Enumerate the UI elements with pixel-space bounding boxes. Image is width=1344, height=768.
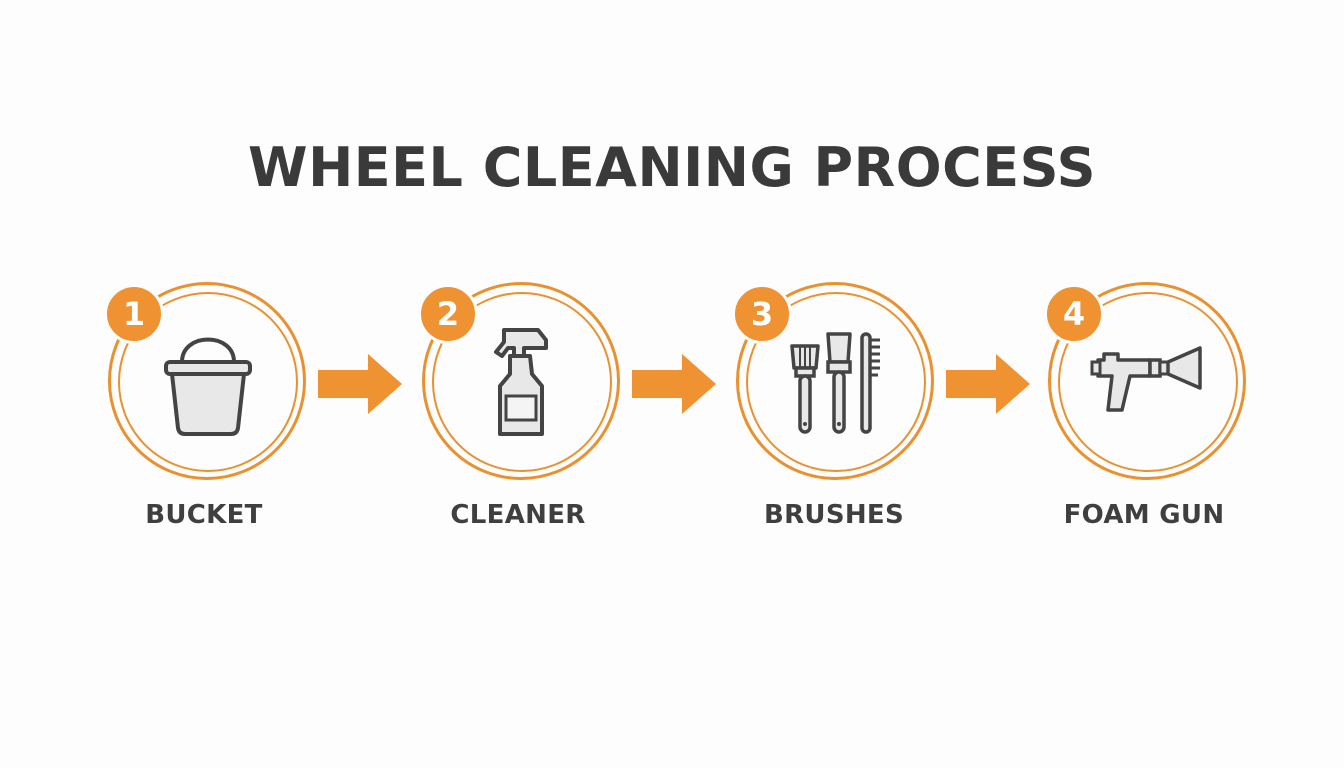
step-ring-inner — [1058, 292, 1238, 472]
arrow-right-icon — [632, 354, 716, 414]
step-3: 3 — [732, 282, 936, 482]
spray-bottle-icon — [494, 328, 548, 436]
step-label-1: BUCKET — [145, 500, 263, 530]
arrow-right-icon — [318, 354, 402, 414]
step-label-3: BRUSHES — [763, 500, 905, 530]
bucket-icon — [164, 337, 252, 436]
foam-gun-icon — [1090, 346, 1202, 412]
step-label-4: FOAM GUN — [1063, 500, 1225, 530]
step-2: 2 — [418, 282, 622, 482]
arrow-right-icon — [946, 354, 1030, 414]
step-ring-outer — [736, 282, 934, 480]
step-ring-inner — [746, 292, 926, 472]
step-ring-outer — [108, 282, 306, 480]
step-number-badge: 1 — [104, 284, 164, 344]
brushes-icon — [790, 332, 880, 434]
step-label-2: CLEANER — [450, 500, 586, 530]
step-ring-inner — [118, 292, 298, 472]
step-ring-outer — [1048, 282, 1246, 480]
step-4: 4 — [1044, 282, 1248, 482]
step-ring-outer — [422, 282, 620, 480]
step-number-badge: 4 — [1044, 284, 1104, 344]
step-number-badge: 3 — [732, 284, 792, 344]
step-ring-inner — [432, 292, 612, 472]
page-title: WHEEL CLEANING PROCESS — [248, 136, 1096, 199]
step-1: 1 — [104, 282, 308, 482]
step-number-badge: 2 — [418, 284, 478, 344]
